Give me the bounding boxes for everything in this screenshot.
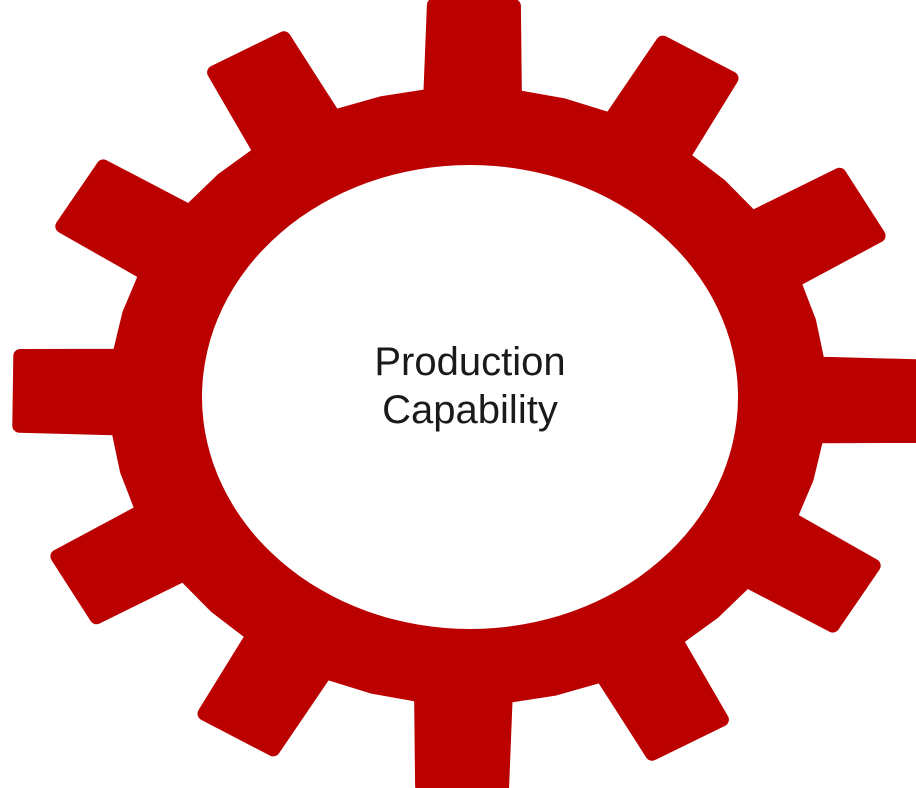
center-label: Production Capability xyxy=(275,338,665,434)
label-line-2: Capability xyxy=(382,388,558,432)
label-line-1: Production xyxy=(374,340,566,384)
gear-hub xyxy=(202,165,738,629)
